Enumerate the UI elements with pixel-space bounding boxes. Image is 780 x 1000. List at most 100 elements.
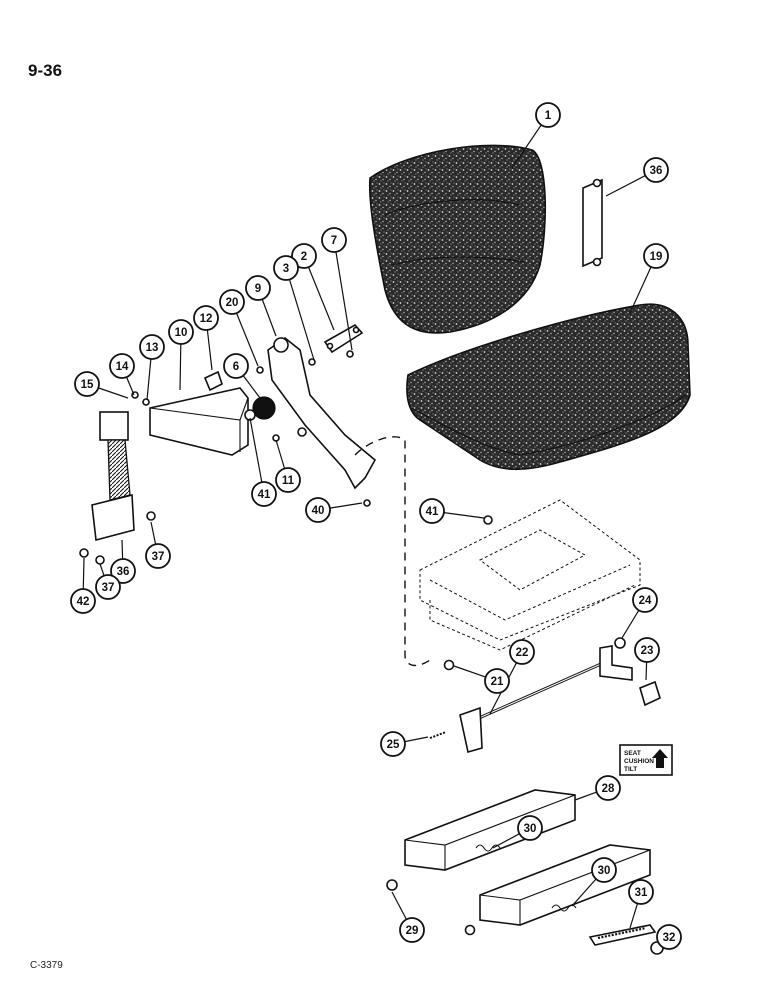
callout-circle <box>168 319 194 345</box>
callout-number: 24 <box>639 595 652 607</box>
callout-leader-41 <box>249 417 263 483</box>
callout-circle <box>291 243 317 269</box>
callout-leader-37 <box>150 521 157 545</box>
callout-leader-11 <box>275 439 286 469</box>
callout-leader-41 <box>443 512 485 519</box>
callout-number: 3 <box>283 263 289 275</box>
seat-belt <box>91 411 135 542</box>
callout-number: 23 <box>641 645 654 657</box>
callout-2: 2 <box>291 243 317 269</box>
callout-circle <box>95 574 121 600</box>
callout-number: 40 <box>312 505 325 517</box>
callout-leader-23 <box>645 661 648 681</box>
callout-circle <box>305 497 331 523</box>
callout-circle <box>643 243 669 269</box>
callout-circle <box>321 227 347 253</box>
decal-line-3: TILT <box>624 766 637 773</box>
callout-number: 9 <box>255 283 261 295</box>
tilt-decal: SEAT CUSHION TILT <box>619 744 673 776</box>
callout-circle <box>110 558 136 584</box>
callout-12: 12 <box>193 305 219 331</box>
callout-leader-15 <box>98 387 129 399</box>
callout-3: 3 <box>273 255 299 281</box>
callout-leader-28 <box>574 791 597 801</box>
seat-cushion <box>406 303 691 471</box>
callout-number: 7 <box>331 235 337 247</box>
armrest-support <box>267 336 377 490</box>
callout-leader-13 <box>146 358 152 401</box>
callout-number: 20 <box>226 297 239 309</box>
callout-leader-9 <box>261 299 277 337</box>
spring-lower <box>551 904 577 912</box>
callout-number: 15 <box>81 379 94 391</box>
callout-circle <box>380 731 406 757</box>
callout-number: 13 <box>146 342 159 354</box>
callout-circle <box>245 275 271 301</box>
callout-number: 30 <box>598 865 611 877</box>
callout-leader-19 <box>629 266 652 314</box>
callout-leader-10 <box>179 343 182 391</box>
tilt-rod <box>459 645 633 754</box>
callout-20: 20 <box>219 289 245 315</box>
callout-32: 32 <box>656 924 682 950</box>
callout-9: 9 <box>245 275 271 301</box>
slide-rails <box>404 789 651 926</box>
callout-leader-21 <box>453 665 486 678</box>
callout-number: 30 <box>524 823 537 835</box>
callout-leader-42 <box>82 557 85 590</box>
callout-28: 28 <box>595 775 621 801</box>
callout-circle <box>509 639 535 665</box>
callout-circle <box>145 543 171 569</box>
callout-42: 42 <box>70 588 96 614</box>
callout-circle <box>109 353 135 379</box>
callout-number: 36 <box>650 165 663 177</box>
callout-circle <box>419 498 445 524</box>
callout-41: 41 <box>419 498 445 524</box>
callout-19: 19 <box>643 243 669 269</box>
callout-1: 1 <box>535 102 561 128</box>
callout-leader-36 <box>605 175 646 197</box>
callout-leader-3 <box>288 279 315 361</box>
callout-number: 32 <box>663 932 676 944</box>
armrest <box>149 387 249 456</box>
callout-number: 11 <box>282 475 295 487</box>
callout-number: 21 <box>491 676 504 688</box>
callout-circle <box>484 668 510 694</box>
callout-number: 12 <box>200 313 213 325</box>
callout-number: 22 <box>516 647 529 659</box>
callout-circle <box>517 815 543 841</box>
callout-31: 31 <box>628 879 654 905</box>
callout-circle <box>275 467 301 493</box>
callout-circle <box>535 102 561 128</box>
dashed-routing <box>354 436 431 667</box>
callout-circle <box>643 157 669 183</box>
callout-leader-12 <box>206 329 213 371</box>
callout-number: 37 <box>152 551 165 563</box>
callout-13: 13 <box>139 334 165 360</box>
link-plate <box>323 323 364 354</box>
callout-leader-7 <box>335 251 353 351</box>
callout-36: 36 <box>643 157 669 183</box>
callout-circle <box>595 775 621 801</box>
callout-number: 41 <box>258 489 271 501</box>
seat-frame <box>419 499 641 651</box>
callout-11: 11 <box>275 467 301 493</box>
spring-upper <box>475 844 501 852</box>
callout-circle <box>656 924 682 950</box>
callout-14: 14 <box>109 353 135 379</box>
callout-leader-2 <box>307 266 335 331</box>
callout-circle <box>273 255 299 281</box>
callout-30: 30 <box>591 857 617 883</box>
callout-labels: 1361972392012101314156411140363737424124… <box>70 102 682 950</box>
callout-number: 19 <box>650 251 663 263</box>
callout-circle <box>399 917 425 943</box>
callout-37: 37 <box>95 574 121 600</box>
callout-leader-36 <box>121 539 124 560</box>
leader-lines <box>82 124 660 943</box>
callout-circle <box>591 857 617 883</box>
callout-circle <box>632 587 658 613</box>
callout-10: 10 <box>168 319 194 345</box>
callout-6: 6 <box>223 353 249 379</box>
callout-leader-1 <box>511 124 542 169</box>
